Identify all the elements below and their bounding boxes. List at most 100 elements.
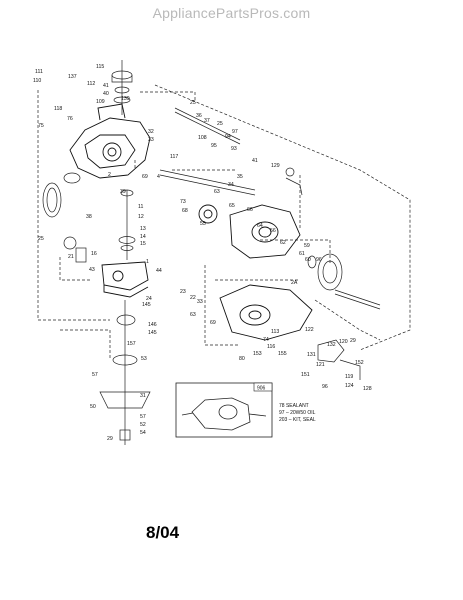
part-callout: 115 [96,64,104,70]
part-callout: 61 [299,251,305,257]
part-callout: 64 [257,223,263,229]
part-callout: 93 [231,146,237,152]
part-callout: 152 [355,360,364,366]
part-callout: 29 [107,436,113,442]
part-callout: 73 [180,199,186,205]
part-callout: 1 [146,259,149,265]
part-callout: 39 [120,189,126,195]
part-callout: 12 [138,214,144,220]
part-callout: 31 [140,393,146,399]
part-callout: 108 [198,135,207,141]
top-gear-stack [111,60,133,115]
part-callout: 57 [92,372,98,378]
lower-case [219,284,313,341]
part-callout: 23 [180,289,186,295]
part-callout: 118 [54,106,62,112]
part-callout: 59 [304,243,310,249]
part-callout: 43 [89,267,95,273]
part-callout: 97 [232,129,238,135]
part-callout: 68 [182,208,188,214]
part-callout: 146 [148,322,157,328]
input-shaft-stack [63,189,136,263]
part-callout: 55 [200,221,206,227]
part-callout: 44 [156,268,162,274]
pump-block [101,261,149,298]
part-callout: 132 [327,342,336,348]
part-callout: 36 [196,113,202,119]
part-callout: 60 [305,257,311,263]
site-watermark: AppliancePartsPros.com [152,5,311,21]
part-callout: 14 [140,234,146,240]
part-callout: 110 [33,78,41,84]
part-callout: 2A [291,280,298,286]
part-callout: 25 [217,121,223,127]
part-callout: 119 [345,374,353,380]
part-callout: 96 [316,257,322,263]
upper-housing [69,103,151,179]
part-callout: 96 [322,384,328,390]
part-callout: 38 [86,214,92,220]
part-callout: 122 [305,327,314,333]
part-callout: 128 [363,386,372,392]
part-callout: 117 [170,154,178,160]
part-callout: 54 [140,430,146,436]
inset-panel: 906 [175,382,273,438]
part-callout: 33 [197,299,203,305]
inset-notes: 78 SEALANT 97 – 20W50 OIL 203 – KIT, SEA… [279,403,316,423]
part-callout: 74 [263,337,269,343]
part-callout: 25 [190,100,196,106]
part-callout: 21 [68,254,74,260]
part-callout: 40 [103,91,109,97]
part-callout: 153 [253,351,262,357]
part-callout: 139 [121,96,130,102]
side-tire [42,172,81,218]
part-callout: 63 [214,189,220,195]
part-callout: 29 [350,338,356,344]
part-callout: 137 [68,74,77,80]
part-callout: 111 [35,69,43,75]
part-callout: 76 [67,116,73,122]
note-seal-kit: 203 – KIT, SEAL [279,417,316,423]
part-callout: 113 [271,329,279,335]
bracket-assembly [285,167,361,380]
revision-date: 8/04 [146,523,180,542]
part-callout: 56 [270,228,276,234]
part-callout: 116 [267,344,275,350]
part-callout: 124 [345,383,354,389]
part-callout: 95 [211,143,217,149]
part-callout: 131 [307,352,316,358]
part-callout: 52 [140,422,146,428]
part-callout: 69 [210,320,216,326]
note-oil: 97 – 20W50 OIL [279,410,316,416]
assembly-guide-lines [37,84,411,360]
part-callout: 66 [247,207,253,213]
axle-shafts [159,107,381,310]
inset-ref-number: 906 [257,386,266,392]
part-callout: 75 [38,123,44,129]
part-callout: 57 [140,414,146,420]
part-callout: 151 [301,372,310,378]
differential-housing [198,204,301,259]
part-callout: 35 [237,174,243,180]
part-callout: 65 [229,203,235,209]
part-callout: 62 [280,240,286,246]
part-callout: 145 [142,302,151,308]
part-callout: 94 [225,134,231,140]
note-sealant: 78 SEALANT [279,403,309,409]
part-callout: 24 [146,296,152,302]
part-callout: 53 [141,356,147,362]
part-callout: 15 [140,241,146,247]
part-callout: 25 [38,236,44,242]
part-callout: 109 [96,99,105,105]
part-callout: 145 [148,330,157,336]
part-callout: 34 [228,182,234,188]
part-callout: 22 [190,295,196,301]
part-callout: 80 [239,356,245,362]
part-callout: 50 [90,404,96,410]
part-callout: 157 [127,341,136,347]
part-callout: 33 [148,137,154,143]
part-callout: 32 [148,129,154,135]
ring-gear [307,253,343,291]
